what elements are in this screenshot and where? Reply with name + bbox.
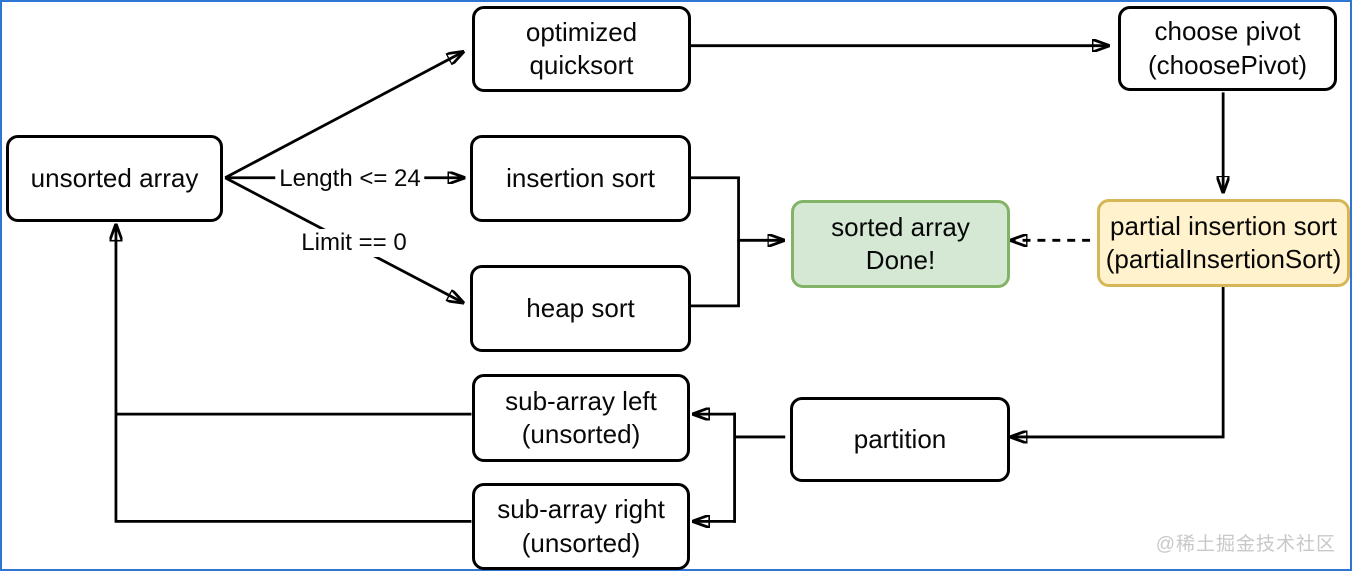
edge-partial-insertion-to-partition <box>1011 285 1225 437</box>
watermark-text: @稀土掘金技术社区 <box>1155 534 1336 555</box>
node-heap-sort: heap sort <box>470 265 691 352</box>
edge-label-length-condition: Length <= 24 <box>275 165 425 193</box>
edge-label-limit-condition: Limit == 0 <box>297 229 411 257</box>
edge-heap-sort-to-merge-point <box>688 239 740 308</box>
node-choose-pivot: choose pivot (choosePivot) <box>1118 6 1337 91</box>
node-partial-insertion-sort: partial insertion sort (partialInsertion… <box>1097 199 1350 287</box>
node-insertion-sort: insertion sort <box>470 135 691 222</box>
node-sub-array-right: sub-array right (unsorted) <box>472 483 690 570</box>
node-partition: partition <box>790 397 1010 482</box>
node-unsorted-array: unsorted array <box>6 135 223 222</box>
edge-sub-array-right-return-to-unsorted <box>116 224 472 523</box>
node-sub-array-left: sub-array left (unsorted) <box>472 374 690 462</box>
edge-insertion-sort-to-sorted-array <box>688 176 784 241</box>
node-optimized-quicksort: optimized quicksort <box>472 6 691 92</box>
node-sorted-array-done: sorted array Done! <box>791 200 1010 288</box>
edge-unsorted-to-optimized-quicksort <box>224 52 463 179</box>
